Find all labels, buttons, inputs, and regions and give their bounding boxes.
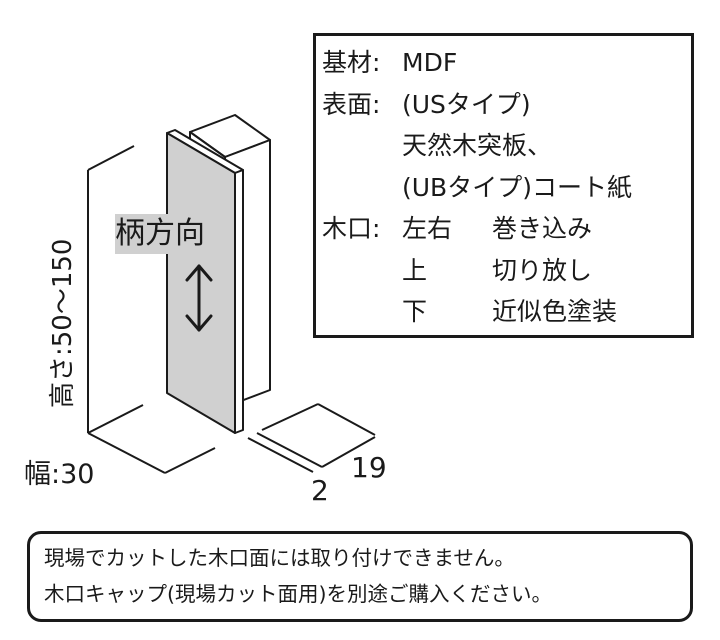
front-panel xyxy=(166,129,244,434)
edge-finish: 切り放し xyxy=(492,255,593,285)
edge-position: 下 xyxy=(402,297,428,326)
spec-row-surface-3: (UBタイプ)コート紙 xyxy=(322,167,691,209)
depth-label: 19 xyxy=(351,451,387,484)
depth-dimension-lines xyxy=(247,403,376,473)
surface-key: 表面: xyxy=(322,89,381,119)
width-dimension-lines xyxy=(87,432,216,474)
substrate-key: 基材: xyxy=(322,48,381,77)
edge-finish: 近似色塗装 xyxy=(492,297,618,326)
substrate-value: MDF xyxy=(402,48,458,77)
edge-position: 上 xyxy=(402,255,428,285)
spec-row-edge-bottom: 下 近似色塗装 xyxy=(322,291,691,333)
spec-row-surface-2: 天然木突板、 xyxy=(322,125,691,167)
surface-line-3: (UBタイプ)コート紙 xyxy=(402,172,632,202)
grain-direction-arrow xyxy=(185,264,213,332)
note-line-1: 現場でカットした木口面には取り付けできません。 xyxy=(44,546,515,570)
height-dimension-lines xyxy=(87,145,144,434)
thickness-label: 2 xyxy=(311,474,329,507)
grain-direction-label: 柄方向 xyxy=(115,214,205,254)
width-label: 幅:30 xyxy=(24,459,95,490)
edge-finish: 巻き込み xyxy=(492,214,593,243)
note-line-2: 木口キャップ(現場カット面用)を別途ご購入ください。 xyxy=(44,582,552,606)
spec-row-substrate: 基材: MDF xyxy=(322,42,691,84)
edge-position: 左右 xyxy=(402,214,453,243)
caution-note-box: 現場でカットした木口面には取り付けできません。 木口キャップ(現場カット面用)を… xyxy=(27,531,693,622)
edge-key: 木口: xyxy=(322,214,381,243)
spec-box: 基材: MDF 表面: (USタイプ) 天然木突板、 (UBタイプ)コート紙 木… xyxy=(313,33,694,338)
height-label: 高さ:50〜150 xyxy=(48,238,78,408)
spec-row-surface: 表面: (USタイプ) xyxy=(322,84,691,126)
surface-line-1: (USタイプ) xyxy=(402,89,531,119)
surface-line-2: 天然木突板、 xyxy=(402,131,553,160)
spec-row-edge-sides: 木口: 左右 巻き込み xyxy=(322,208,691,250)
spec-row-edge-top: 上 切り放し xyxy=(322,250,691,292)
